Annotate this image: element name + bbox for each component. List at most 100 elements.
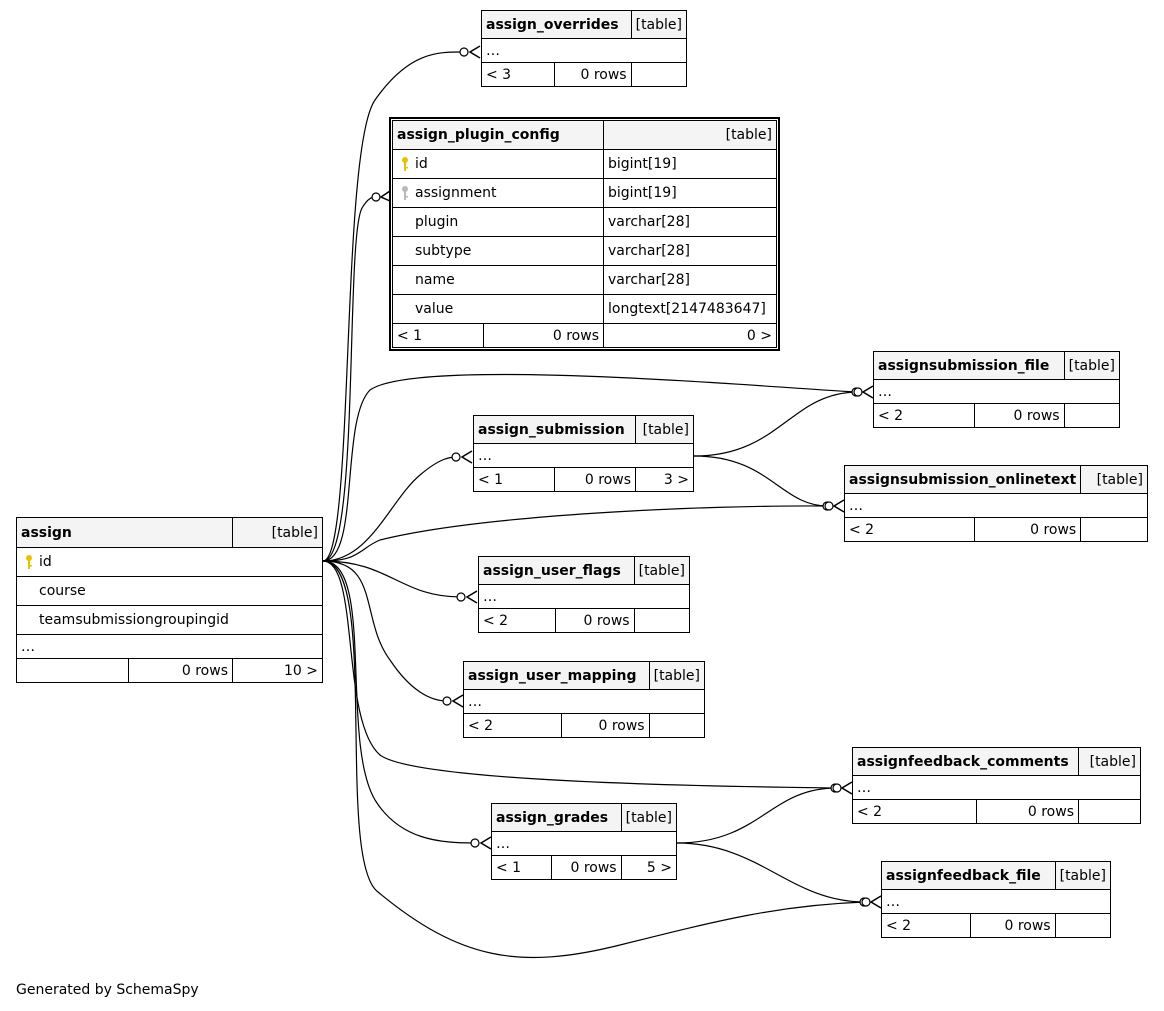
column-name-cell: value	[392, 294, 604, 324]
row-count: 0 rows	[973, 403, 1065, 428]
more-columns: …	[873, 379, 1120, 404]
row-count: 0 rows	[550, 855, 622, 880]
edge-assign-submission-file	[322, 373, 858, 562]
row-count: 0 rows	[128, 658, 233, 683]
edge-grades-feedback-file	[676, 842, 866, 903]
table-assignsubmission-onlinetext[interactable]: assignsubmission_onlinetext [table] … < …	[843, 465, 1148, 542]
more-columns: …	[16, 634, 323, 659]
more-columns: …	[844, 493, 1148, 518]
column-type: bigint[19]	[603, 178, 777, 208]
parents-count: < 2	[880, 913, 972, 938]
column-name-cell: assignment	[392, 178, 604, 208]
row-count: 0 rows	[554, 62, 632, 87]
table-assign-submission[interactable]: assign_submission [table] … < 1 0 rows 3…	[473, 415, 694, 492]
table-type: [table]	[1063, 351, 1121, 380]
column-name: subtype	[415, 243, 472, 259]
parents-count: < 2	[843, 517, 976, 542]
children-count	[630, 62, 688, 87]
children-count	[1078, 799, 1141, 824]
row-count: 0 rows	[974, 517, 1082, 542]
table-name: assign_user_mapping	[463, 661, 650, 690]
row-count: 0 rows	[970, 913, 1056, 938]
parents-count: < 2	[463, 713, 562, 738]
column-type: bigint[19]	[603, 149, 777, 179]
table-assign-grades[interactable]: assign_grades [table] … < 1 0 rows 5 >	[491, 803, 678, 880]
edge-submission-onlinetext	[693, 455, 829, 507]
more-columns: …	[463, 689, 705, 714]
edge-assign-user-mapping	[322, 560, 448, 702]
primary-key-icon	[26, 555, 32, 569]
parents-count: < 3	[480, 62, 556, 87]
children-count: 0 >	[603, 323, 777, 348]
column-name: teamsubmissiongroupingid	[39, 612, 229, 628]
column-type: varchar[28]	[603, 207, 777, 237]
more-columns: …	[881, 889, 1111, 914]
generated-by-footer: Generated by SchemaSpy	[16, 982, 199, 998]
column-name-cell: plugin	[392, 207, 604, 237]
edge-assign-plugin-config	[322, 196, 377, 562]
table-name: assign_grades	[491, 803, 622, 832]
primary-key-icon	[402, 157, 408, 171]
table-assign-user-flags[interactable]: assign_user_flags [table] … < 2 0 rows	[478, 556, 691, 633]
column-row: teamsubmissiongroupingid	[16, 605, 323, 635]
more-columns: …	[473, 443, 694, 468]
edge-assign-onlinetext	[322, 505, 829, 562]
table-assignfeedback-comments[interactable]: assignfeedback_comments [table] … < 2 0 …	[852, 747, 1141, 824]
edge-grades-feedback-comments	[676, 787, 837, 844]
children-count	[648, 713, 706, 738]
parents-count: < 2	[478, 608, 556, 633]
row-count: 0 rows	[976, 799, 1079, 824]
column-name: id	[39, 554, 52, 570]
table-type: [table]	[603, 120, 777, 150]
table-type: [table]	[232, 517, 323, 548]
parents-count: < 1	[392, 323, 484, 348]
table-assign-plugin-config[interactable]: assign_plugin_config [table] id bigint[1…	[389, 117, 780, 351]
table-type: [table]	[1078, 747, 1141, 776]
table-assign-user-mapping[interactable]: assign_user_mapping [table] … < 2 0 rows	[463, 661, 706, 738]
column-name: plugin	[415, 214, 459, 230]
column-row: id	[16, 547, 323, 577]
children-count	[633, 608, 691, 633]
table-assignfeedback-file[interactable]: assignfeedback_file [table] … < 2 0 rows	[880, 861, 1112, 938]
table-name: assign_overrides	[481, 10, 632, 39]
edge-assign-feedback-comments	[322, 560, 837, 789]
row-count: 0 rows	[554, 467, 636, 492]
row-count: 0 rows	[483, 323, 604, 348]
column-name: assignment	[415, 185, 497, 201]
column-name-cell: subtype	[392, 236, 604, 266]
table-type: [table]	[630, 10, 688, 39]
edge-assign-user-flags	[322, 560, 462, 598]
more-columns: …	[478, 584, 690, 609]
table-name: assignfeedback_file	[881, 861, 1056, 890]
children-count	[1054, 913, 1112, 938]
children-count: 3 >	[635, 467, 694, 492]
table-assign[interactable]: assign [table] id course teamsubmissiong…	[16, 517, 323, 683]
parents-count	[16, 658, 129, 683]
column-name: id	[415, 156, 428, 172]
table-name: assignsubmission_onlinetext	[843, 465, 1082, 494]
more-columns: …	[491, 831, 677, 856]
table-type: [table]	[1054, 861, 1112, 890]
children-count: 10 >	[232, 658, 323, 683]
edge-assign-feedback-file	[322, 560, 866, 958]
parents-count: < 2	[852, 799, 977, 824]
column-name-cell: name	[392, 265, 604, 295]
more-columns: …	[481, 38, 687, 63]
row-count: 0 rows	[560, 713, 650, 738]
table-type: [table]	[620, 803, 678, 832]
table-name: assign	[16, 517, 233, 548]
table-assign-overrides[interactable]: assign_overrides [table] … < 3 0 rows	[480, 10, 688, 87]
children-count: 5 >	[620, 855, 678, 880]
children-count	[1063, 403, 1121, 428]
children-count	[1080, 517, 1148, 542]
column-type: varchar[28]	[603, 265, 777, 295]
parents-count: < 1	[491, 855, 552, 880]
table-type: [table]	[1080, 465, 1148, 494]
table-type: [table]	[633, 556, 691, 585]
column-name: course	[39, 583, 86, 599]
table-name: assign_user_flags	[478, 556, 635, 585]
table-assignsubmission-file[interactable]: assignsubmission_file [table] … < 2 0 ro…	[873, 351, 1121, 428]
column-type: varchar[28]	[603, 236, 777, 266]
table-name: assign_submission	[473, 415, 636, 444]
